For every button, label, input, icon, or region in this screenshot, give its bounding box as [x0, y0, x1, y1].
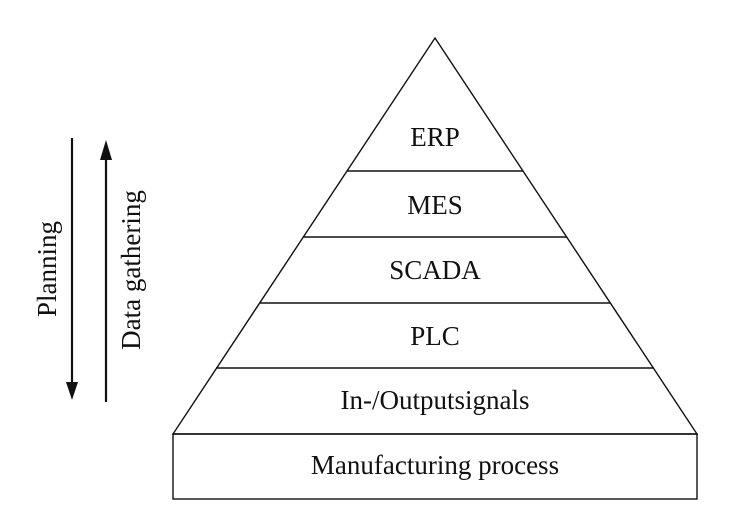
base-manufacturing-process: Manufacturing process: [311, 450, 559, 480]
base-box: [172, 433, 698, 500]
layer-erp: ERP: [410, 122, 460, 152]
data-gathering-label: Data gathering: [116, 190, 146, 350]
pyramid-outline: [171, 36, 699, 435]
planning-arrow: [66, 138, 78, 400]
layer-plc: PLC: [410, 321, 460, 351]
layer-scada: SCADA: [389, 255, 481, 285]
layer-io-signals: In-/Outputsignals: [341, 385, 530, 415]
layer-mes: MES: [407, 190, 463, 220]
planning-label: Planning: [32, 221, 62, 317]
data-gathering-arrow: [100, 140, 112, 402]
